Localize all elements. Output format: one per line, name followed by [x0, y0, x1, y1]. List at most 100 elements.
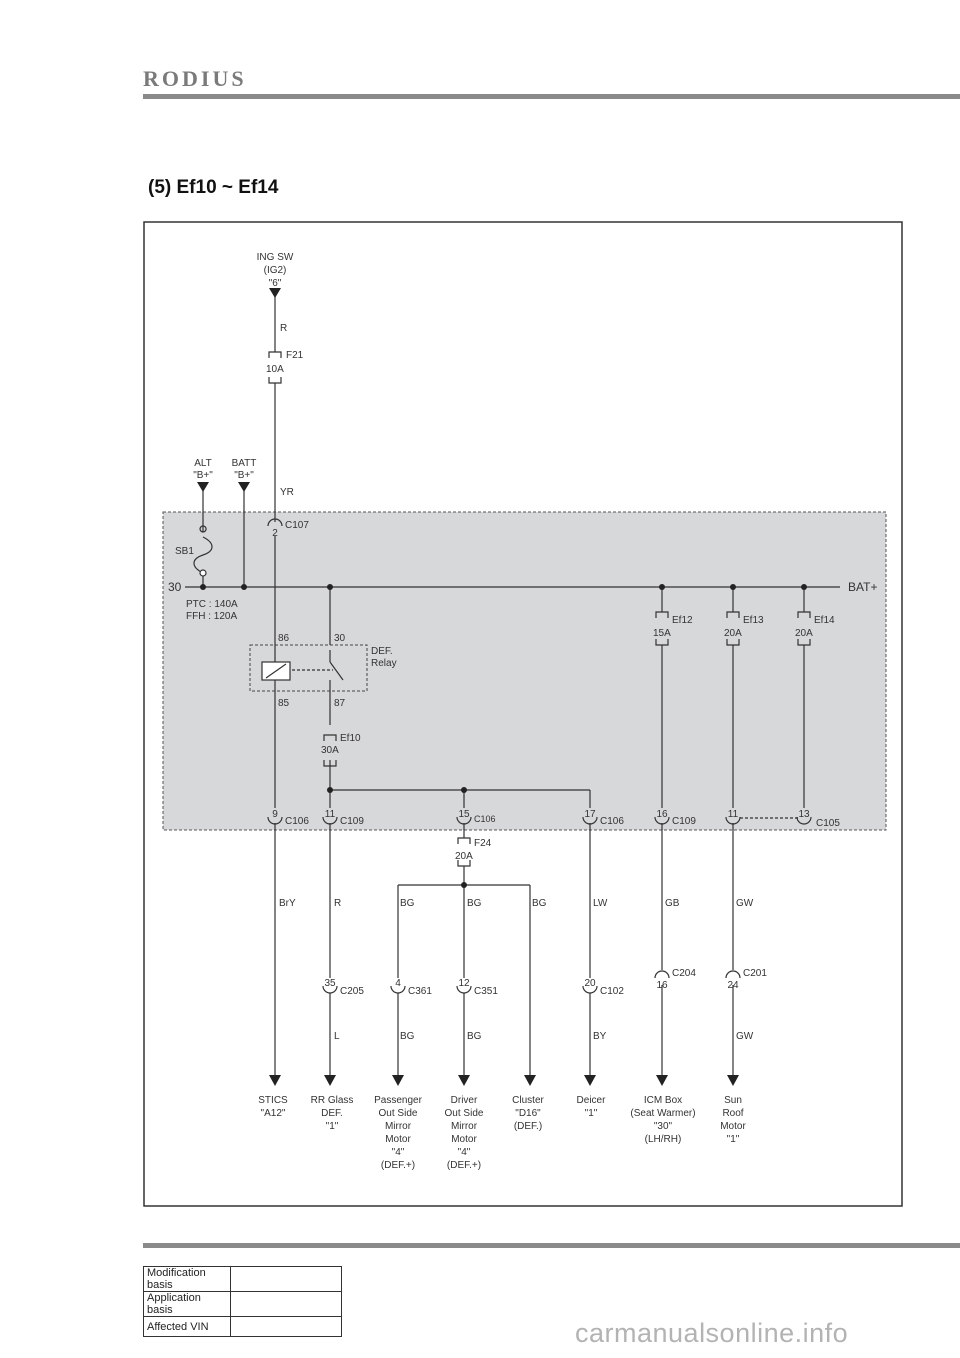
svg-text:(DEF.+): (DEF.+) [447, 1160, 481, 1171]
svg-text:"1": "1" [326, 1121, 339, 1132]
c105b-pin: 13 [798, 809, 810, 820]
row-value [230, 1266, 342, 1292]
alt-label: ALT [194, 458, 212, 469]
ef12-rating: 15A [653, 628, 671, 639]
wire-by: BY [593, 1031, 607, 1042]
table-row: Application basis [143, 1291, 342, 1317]
c106c-pin: 17 [584, 809, 596, 820]
dest-stics: STICS [258, 1095, 288, 1106]
ef14-name: Ef14 [814, 615, 835, 626]
revision-table: Modification basis Application basis Aff… [143, 1266, 342, 1337]
c105a-pin: 11 [728, 809, 739, 820]
c102-pin: 20 [584, 978, 596, 989]
svg-text:Out Side: Out Side [379, 1108, 418, 1119]
dest-icm-box: ICM Box [644, 1095, 682, 1106]
terminal-30: 30 [168, 580, 182, 594]
ef13-name: Ef13 [743, 615, 764, 626]
ef13-fuse [726, 611, 740, 618]
sb1-fusible-link [193, 525, 213, 574]
svg-text:"B+": "B+" [234, 470, 254, 481]
row-value [230, 1291, 342, 1317]
dest-driver-mirror: Driver [451, 1095, 478, 1106]
svg-text:DEF.: DEF. [321, 1108, 343, 1119]
diagram-frame [143, 221, 903, 1207]
c106b-name: C106 [474, 814, 496, 824]
c109b-name: C109 [672, 816, 696, 827]
wire-bg3: BG [532, 898, 547, 909]
svg-text:Mirror: Mirror [385, 1121, 412, 1132]
svg-text:Mirror: Mirror [451, 1121, 478, 1132]
table-row: Affected VIN [143, 1316, 342, 1337]
svg-text:Relay: Relay [371, 658, 397, 669]
ef10-rating: 30A [321, 745, 339, 756]
deicer-arrow [584, 1075, 596, 1086]
rrglass-arrow [324, 1075, 336, 1086]
c106c-name: C106 [600, 816, 624, 827]
f24-fuse [457, 837, 471, 844]
c106a-pin: 9 [272, 809, 278, 820]
svg-text:"30": "30" [654, 1121, 673, 1132]
dest-deicer: Deicer [577, 1095, 607, 1106]
svg-text:Motor: Motor [385, 1134, 411, 1145]
dest-cluster: Cluster [512, 1095, 544, 1106]
wire-bg1: BG [400, 898, 415, 909]
wire-bg5: BG [467, 1031, 482, 1042]
c109a-name: C109 [340, 816, 364, 827]
wire-yr: YR [280, 487, 294, 498]
svg-text:(DEF.): (DEF.) [514, 1121, 542, 1132]
svg-text:"A12": "A12" [261, 1108, 286, 1119]
ign-sw-label: ING SW [257, 252, 294, 263]
ef12-name: Ef12 [672, 615, 693, 626]
wire-gb: GB [665, 898, 680, 909]
wire-lw: LW [593, 898, 608, 909]
passenger-mirror-arrow [392, 1075, 404, 1086]
c201-name: C201 [743, 968, 767, 979]
watermark: carmanualsonline.info [575, 1318, 849, 1348]
ef10-fuse [323, 734, 337, 741]
footer-divider [143, 1243, 960, 1248]
icm-box-arrow [656, 1075, 668, 1086]
stics-arrow [269, 1075, 281, 1086]
bat-plus-label: BAT+ [848, 580, 877, 594]
svg-text:"4": "4" [392, 1147, 405, 1158]
svg-text:(LH/RH): (LH/RH) [645, 1134, 682, 1145]
c205-name: C205 [340, 986, 364, 997]
svg-text:Out Side: Out Side [445, 1108, 484, 1119]
sunroof-arrow [727, 1075, 739, 1086]
c107-name: C107 [285, 520, 309, 531]
row-value [230, 1316, 342, 1337]
sb1-label: SB1 [175, 546, 194, 557]
ing-sw-arrow [269, 288, 281, 298]
wire-bry: BrY [279, 898, 296, 909]
wire-r2: R [334, 898, 341, 909]
svg-text:"D16": "D16" [515, 1108, 541, 1119]
row-label: Modification basis [143, 1266, 231, 1292]
svg-text:(Seat Warmer): (Seat Warmer) [630, 1108, 695, 1119]
ffh-label: FFH : 120A [186, 611, 237, 622]
def-relay-box [249, 644, 368, 692]
ef14-fuse [797, 611, 811, 618]
c361-name: C361 [408, 986, 432, 997]
relay-label: DEF. [371, 646, 393, 657]
wire-gw: GW [736, 898, 754, 909]
driver-mirror-arrow [458, 1075, 470, 1086]
wire-l: L [334, 1031, 340, 1042]
ef12-fuse [655, 611, 669, 618]
f21-fuse [268, 351, 282, 358]
brand-logo: RODIUS [143, 66, 247, 91]
cluster-arrow [524, 1075, 536, 1086]
svg-text:Roof: Roof [722, 1108, 743, 1119]
batt-label: BATT [232, 458, 257, 469]
svg-text:"1": "1" [727, 1134, 740, 1145]
c107-pin: 2 [272, 528, 278, 539]
wire-gw2: GW [736, 1031, 754, 1042]
ef10-name: Ef10 [340, 733, 361, 744]
c109b-pin: 16 [656, 809, 668, 820]
f24-name: F24 [474, 838, 492, 849]
c351-name: C351 [474, 986, 498, 997]
svg-text:(IG2): (IG2) [264, 265, 287, 276]
c361-pin: 4 [395, 978, 401, 989]
svg-text:"1": "1" [585, 1108, 598, 1119]
pin-85: 85 [278, 698, 290, 709]
